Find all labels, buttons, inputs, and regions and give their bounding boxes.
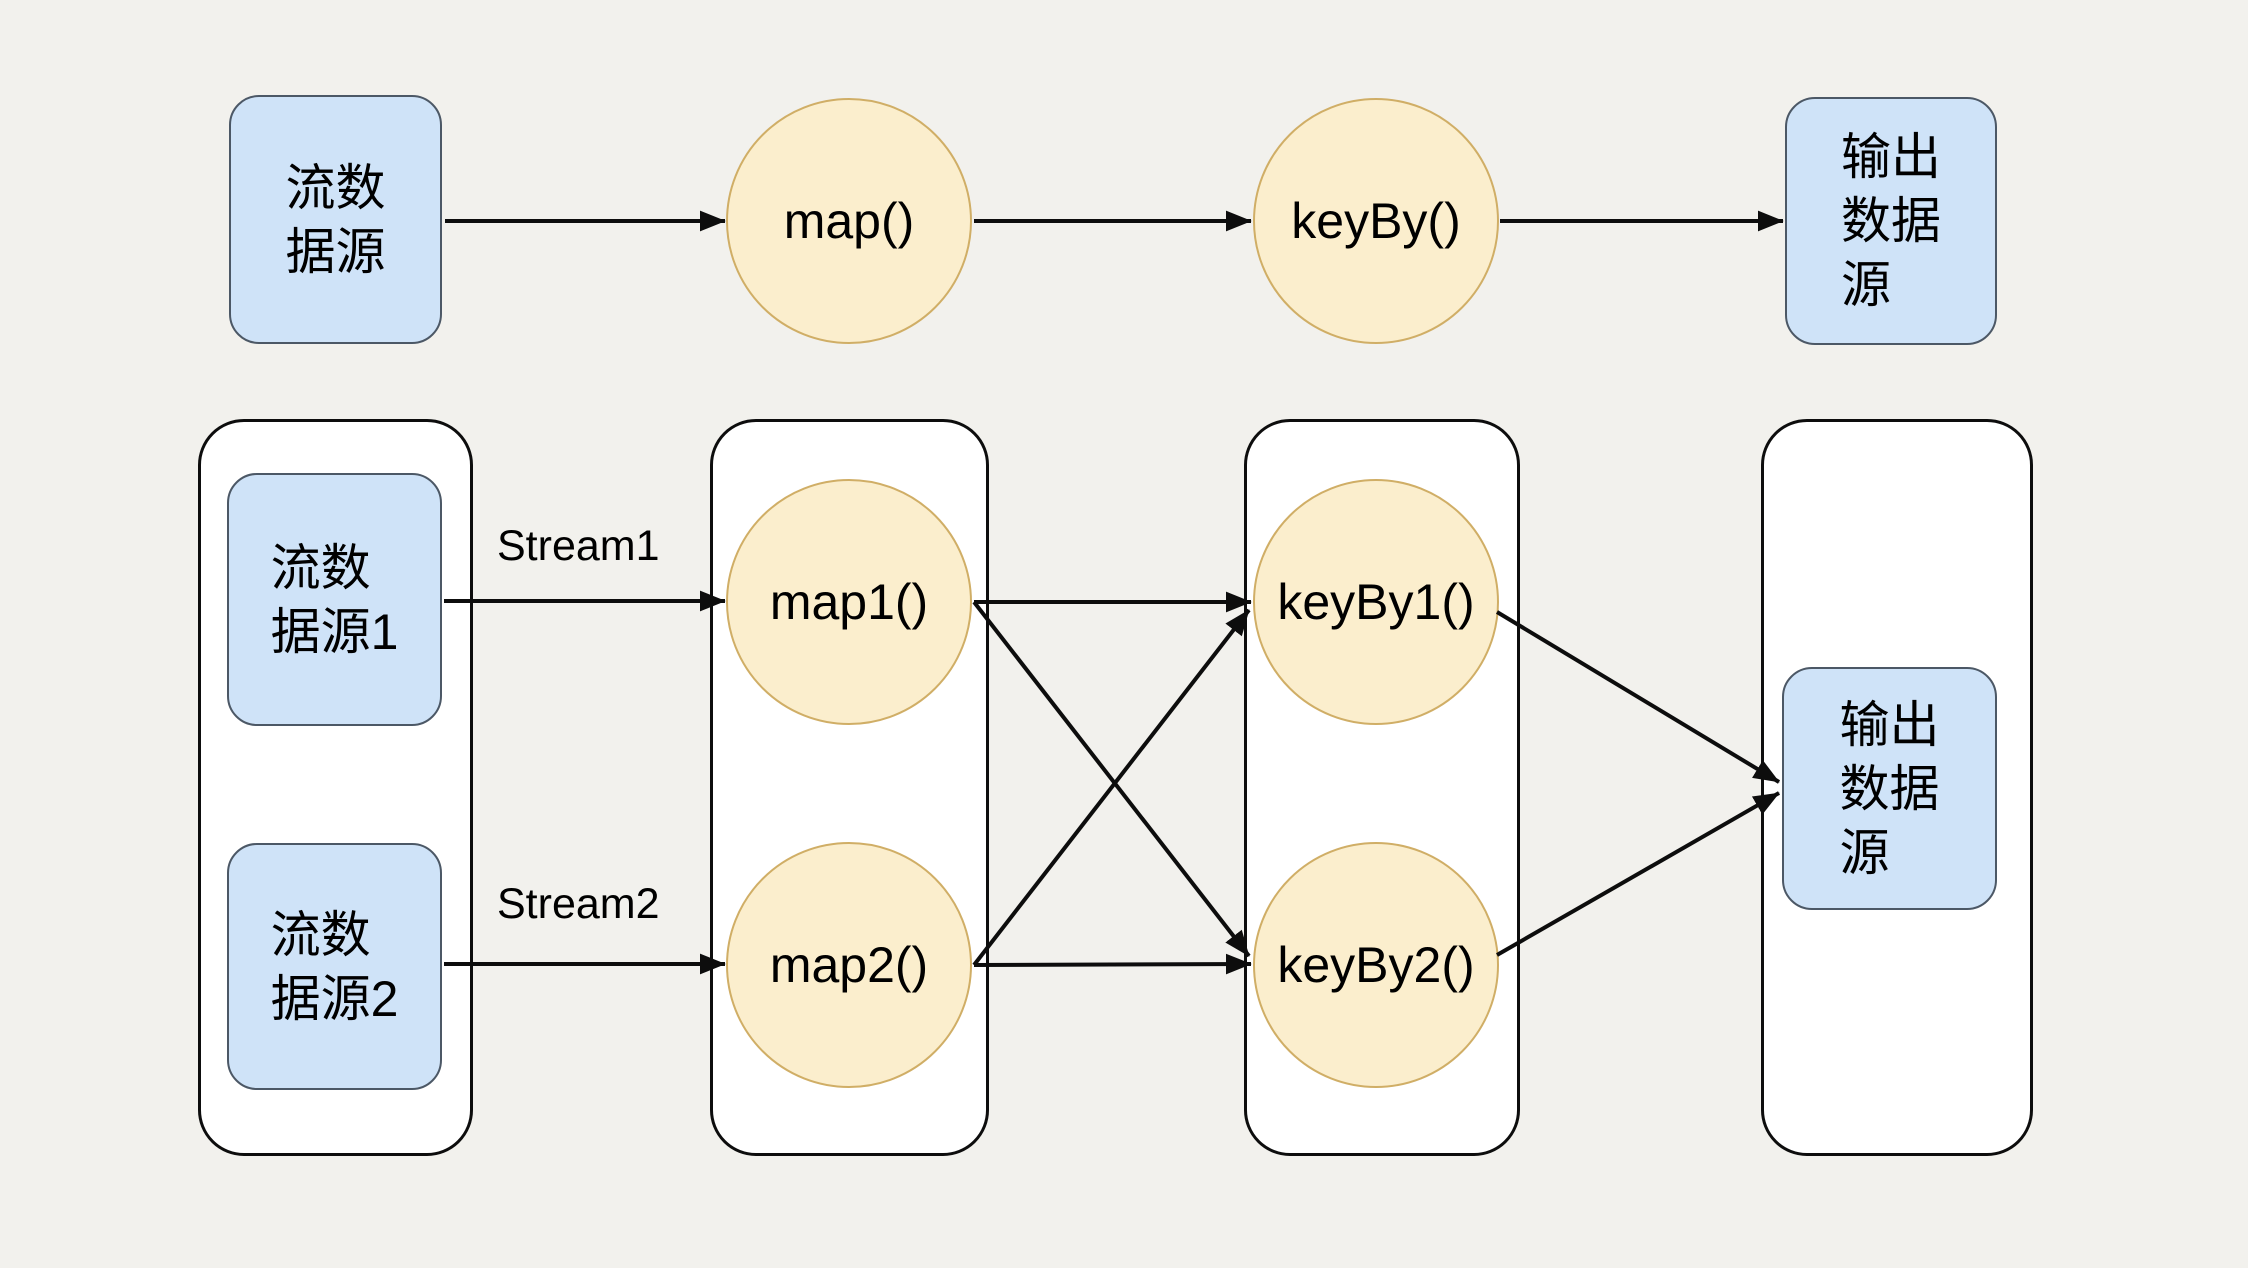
top-source-label: 流数 据源 <box>285 159 386 280</box>
keyby2-label: keyBy2() <box>1277 937 1475 993</box>
arrow-map2-to-keyby1 <box>972 608 1251 967</box>
sink-node: 输出 数据 源 <box>1782 667 1997 910</box>
arrow-keyby2-to-sink <box>1496 791 1780 957</box>
source1-label: 流数 据源1 <box>270 539 399 660</box>
map1-label: map1() <box>769 574 929 630</box>
keyby1-node: keyBy1() <box>1253 479 1499 725</box>
top-sink-node: 输出 数据 源 <box>1785 97 1997 345</box>
keyby2-node: keyBy2() <box>1253 842 1499 1088</box>
source2-label: 流数 据源2 <box>270 906 399 1027</box>
map1-node: map1() <box>726 479 972 725</box>
sink-label: 输出 数据 源 <box>1839 696 1940 881</box>
top-sink-label: 输出 数据 源 <box>1841 129 1941 313</box>
arrow-keyby1-to-sink <box>1495 610 1781 784</box>
top-source-node: 流数 据源 <box>229 95 442 344</box>
source2-node: 流数 据源2 <box>227 843 442 1090</box>
map2-label: map2() <box>769 937 929 993</box>
top-keyby-node: keyBy() <box>1253 98 1499 344</box>
top-map-node: map() <box>726 98 972 344</box>
top-keyby-label: keyBy() <box>1291 193 1461 249</box>
arrow-map1-to-keyby2 <box>972 600 1251 958</box>
stream2-edge-label: Stream2 <box>497 880 660 928</box>
map2-node: map2() <box>726 842 972 1088</box>
top-map-label: map() <box>783 193 915 249</box>
keyby1-label: keyBy1() <box>1277 574 1475 630</box>
source1-node: 流数 据源1 <box>227 473 442 726</box>
stream1-edge-label: Stream1 <box>497 522 660 570</box>
arrow-map2-to-keyby2 <box>973 953 1252 975</box>
